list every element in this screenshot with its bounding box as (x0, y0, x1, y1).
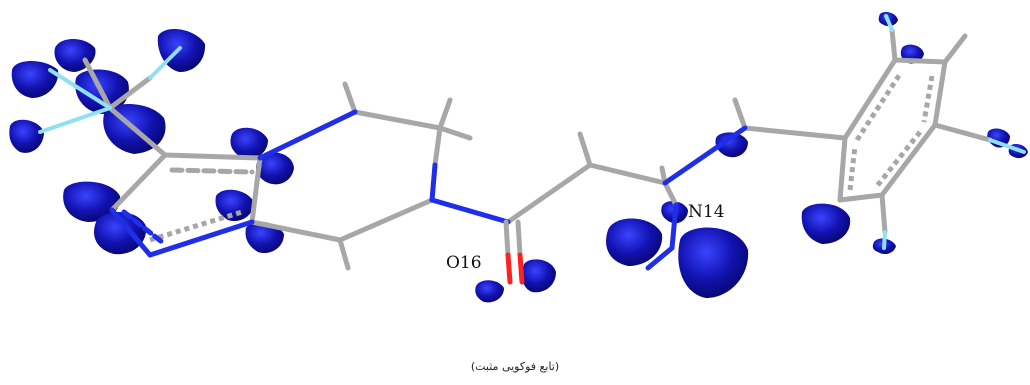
bond (505, 252, 513, 285)
bond (352, 109, 443, 131)
bond (342, 81, 358, 115)
bond (503, 219, 511, 258)
bond (337, 237, 351, 271)
bond (847, 145, 858, 191)
bond (38, 106, 112, 134)
fukui-lobe (606, 218, 663, 266)
bond (337, 197, 435, 243)
fluorine-bonds (38, 14, 1026, 250)
aromatic-inner-bonds (149, 72, 935, 243)
fukui-lobe (63, 181, 121, 222)
fukui-lobe (157, 29, 206, 72)
bond (169, 167, 255, 175)
bond (121, 209, 165, 245)
fukui-lobe (256, 152, 294, 185)
bond (587, 162, 668, 186)
bond (988, 138, 1026, 154)
bond (109, 152, 168, 213)
bond (742, 125, 848, 141)
bond (879, 192, 888, 235)
bond (732, 97, 748, 131)
bond (932, 122, 993, 143)
bond (429, 197, 511, 225)
nitrogen-bonds (109, 109, 748, 271)
bond (515, 219, 523, 258)
bond (162, 152, 263, 161)
bond (662, 125, 748, 186)
figure-caption: (تابع فوکویی مثبت) (470, 360, 560, 373)
bond (645, 245, 675, 271)
bond (669, 202, 679, 251)
bond (505, 162, 593, 225)
bond (249, 155, 263, 225)
fukui-lobe (245, 221, 284, 254)
bond (432, 125, 443, 168)
bond (889, 27, 898, 63)
bond (837, 135, 848, 203)
bond (942, 33, 968, 65)
bond (48, 68, 112, 110)
bond (109, 207, 153, 258)
bond (842, 57, 898, 141)
bond (892, 57, 948, 65)
bond (932, 59, 948, 128)
atom-label-n14: N14 (688, 202, 725, 222)
fukui-lobe (801, 203, 851, 244)
carbonyl-bond (503, 219, 525, 285)
fukui-lobe (475, 280, 504, 303)
fukui-lobe (9, 119, 44, 153)
bond (882, 230, 887, 250)
bond (854, 72, 903, 142)
fukui-lobe (715, 132, 748, 158)
fukui-lobe (230, 127, 268, 160)
bond (249, 219, 343, 243)
bond (107, 105, 168, 158)
bond (875, 130, 922, 188)
fukui-lobe (522, 259, 556, 293)
fukui-lobe (215, 189, 254, 222)
atom-label-o16: O16 (446, 253, 482, 273)
bond (107, 75, 153, 111)
fukui-lobe (94, 211, 147, 255)
bond (837, 192, 885, 203)
bond (149, 209, 243, 243)
fukui-lobe (11, 61, 59, 98)
carbon-bonds (82, 27, 993, 271)
bond (437, 97, 453, 131)
bond (257, 109, 358, 161)
bond (921, 75, 935, 123)
bond (429, 162, 438, 203)
bond (879, 122, 938, 198)
fukui-lobe (678, 227, 749, 298)
bond (147, 219, 255, 258)
bond (662, 180, 679, 208)
bond (577, 131, 593, 168)
bond (82, 57, 113, 111)
bond (437, 125, 473, 141)
bond (148, 46, 182, 80)
bond (517, 252, 525, 285)
bond (884, 14, 894, 32)
